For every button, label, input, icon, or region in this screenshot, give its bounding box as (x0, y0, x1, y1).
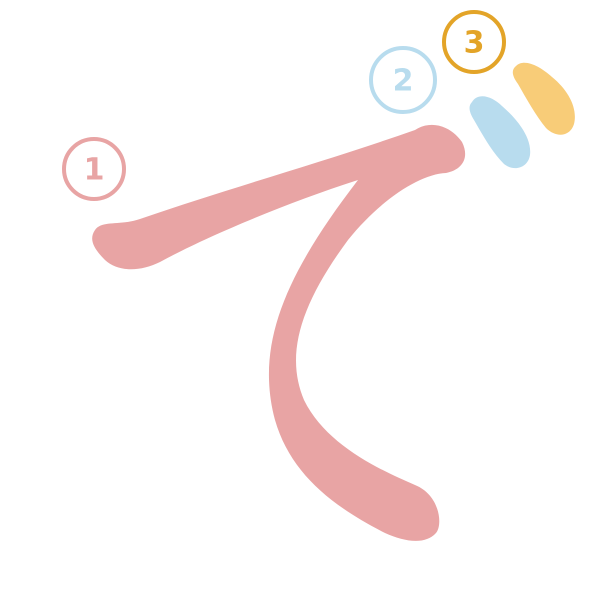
stroke-1-badge-ring (62, 137, 126, 201)
stroke-2-badge-ring (369, 46, 437, 114)
stroke-2-group (469, 96, 531, 169)
stroke-3-number-badge: 3 (442, 10, 506, 74)
stroke-1-group (92, 124, 466, 541)
stroke-3-group (512, 62, 575, 135)
stroke-2-badge-number: 2 (393, 64, 414, 99)
stroke-1-shape (92, 124, 466, 541)
stroke-3-badge-ring (442, 10, 506, 74)
stroke-1-badge-number: 1 (84, 153, 105, 188)
stroke-3-shape (512, 62, 575, 135)
stroke-2-shape (469, 96, 531, 169)
stroke-1-number-badge: 1 (62, 137, 126, 201)
stroke-2-number-badge: 2 (369, 46, 437, 114)
stroke-3-badge-number: 3 (464, 26, 485, 61)
